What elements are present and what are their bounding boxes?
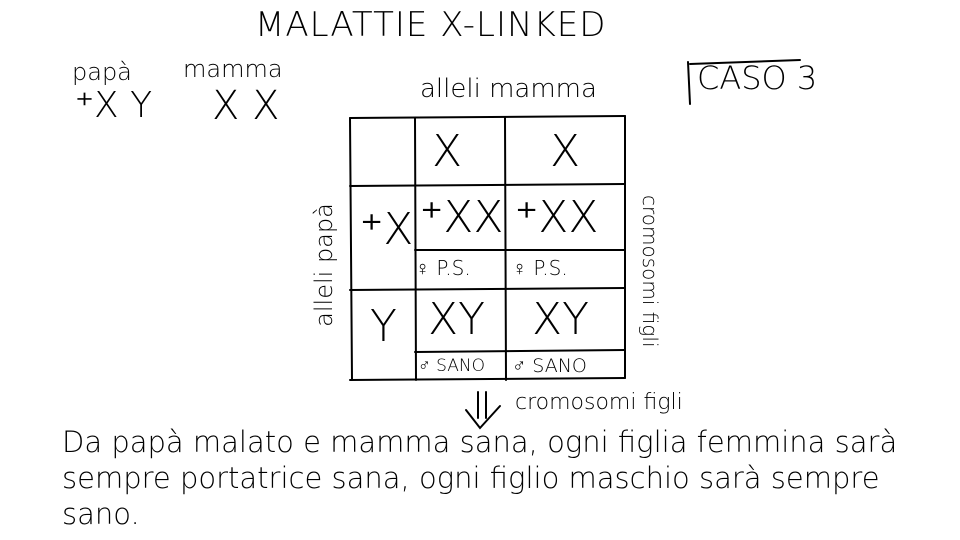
- mother-allele: X: [432, 126, 463, 177]
- cell-note: ♀ P.S.: [415, 256, 471, 280]
- mother-label: mamma: [183, 55, 283, 83]
- cell-note: ♀ P.S.: [512, 256, 568, 280]
- cell-genotype: ⁺XX: [420, 192, 504, 243]
- case-label: CASO 3: [697, 59, 818, 97]
- cell-note: ♂ SANO: [418, 356, 485, 376]
- cell-genotype: XY: [532, 294, 590, 345]
- row-header: alleli papà: [310, 203, 338, 327]
- cell-note: ♂ SANO: [512, 355, 587, 377]
- cell-genotype: ⁺XX: [515, 192, 599, 243]
- father-label: papà: [72, 58, 132, 86]
- father-genotype: ⁺X Y: [75, 85, 153, 126]
- conclusion-text: Da papà malato e mamma sana, ogni figlia…: [62, 425, 898, 531]
- father-allele: ⁺X: [360, 204, 414, 255]
- mother-allele: X: [550, 126, 581, 177]
- cell-genotype: XY: [428, 294, 486, 345]
- column-header: alleli mamma: [420, 74, 597, 104]
- page-title: MALATTIE X-LINKED: [255, 5, 607, 45]
- right-label: cromosomi figli: [638, 195, 662, 348]
- father-allele: Y: [370, 301, 397, 352]
- mother-genotype: X X: [212, 83, 280, 129]
- bottom-label: cromosomi figli: [515, 390, 683, 415]
